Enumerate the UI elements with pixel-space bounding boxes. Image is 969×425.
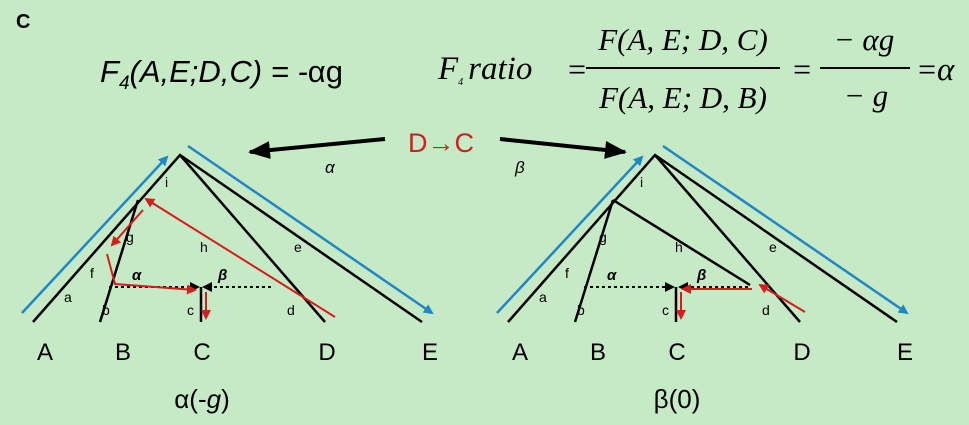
- blue-path-ae-2: [187, 144, 434, 315]
- tree-structure: [32, 153, 423, 324]
- leaf-label-e: E: [897, 339, 913, 366]
- leaf-label-a: A: [37, 339, 53, 366]
- leaf-label-c: C: [668, 339, 685, 366]
- caption-right: β(0): [654, 384, 701, 414]
- leaf-label-b: B: [115, 339, 131, 366]
- svg-text:=: =: [916, 51, 938, 87]
- branch-label-h: h: [200, 239, 208, 255]
- fraction-denominator: F(A, E; D, B): [598, 80, 767, 115]
- arrow-right: [499, 137, 627, 159]
- branch-label-b: b: [577, 302, 585, 318]
- fraction2-numerator: − αg: [834, 22, 894, 57]
- branch-label-g: g: [599, 229, 607, 245]
- branch-label-c: c: [662, 302, 669, 318]
- branch-label-f: f: [565, 265, 569, 281]
- alpha-arrow-label: α: [132, 267, 142, 284]
- blue-path-ae-1: [496, 155, 644, 314]
- fraction2-denominator: − g: [844, 78, 888, 113]
- alpha-arrow-label: α: [607, 267, 617, 284]
- branch-label-i: i: [640, 174, 643, 190]
- branch-label-g: g: [126, 229, 134, 245]
- svg-text:=: =: [791, 51, 813, 87]
- beta-arrow-label: β: [696, 267, 706, 284]
- blue-path-ae-2: [662, 144, 909, 315]
- fraction-numerator: F(A, E; D, C): [597, 22, 768, 57]
- leaf-label-b: B: [590, 339, 606, 366]
- center-beta: β: [514, 158, 525, 177]
- ratio-result: α: [937, 52, 955, 88]
- branch-label-d: d: [287, 302, 295, 318]
- leaf-label-e: E: [422, 339, 438, 366]
- leaf-label-d: D: [318, 339, 335, 366]
- branch-label-f: f: [90, 265, 94, 281]
- tree-right: i g h e f a b c d α β A B C D E β(0): [496, 144, 913, 414]
- beta-arrow-label: β: [217, 267, 227, 284]
- branch-label-c: c: [187, 302, 194, 318]
- branch-label-d: d: [762, 302, 770, 318]
- branch-label-a: a: [64, 289, 72, 305]
- panel-label: C: [16, 11, 30, 33]
- leaf-label-d: D: [793, 339, 810, 366]
- center-label: D→C: [408, 128, 474, 158]
- caption-left: α(-g): [174, 384, 230, 414]
- branch-label-e: e: [769, 239, 777, 255]
- tree-left: i g h e f a b c d α β A B C D E α(-g): [21, 144, 438, 414]
- formula-left: F4(A,E;D,C) = -αg: [100, 54, 343, 94]
- leaf-label-c: C: [193, 339, 210, 366]
- red-path-d-to-c: [144, 197, 336, 318]
- svg-text:=: =: [566, 51, 588, 87]
- blue-path-ae-1: [21, 155, 169, 314]
- branch-label-i: i: [165, 174, 168, 190]
- branch-label-h: h: [675, 239, 683, 255]
- arrow-left: [248, 137, 386, 160]
- branch-label-e: e: [294, 239, 302, 255]
- center-alpha: α: [325, 158, 336, 177]
- branch-label-b: b: [102, 302, 110, 318]
- leaf-label-a: A: [512, 339, 528, 366]
- branch-label-a: a: [539, 289, 547, 305]
- tree-structure: [507, 153, 898, 324]
